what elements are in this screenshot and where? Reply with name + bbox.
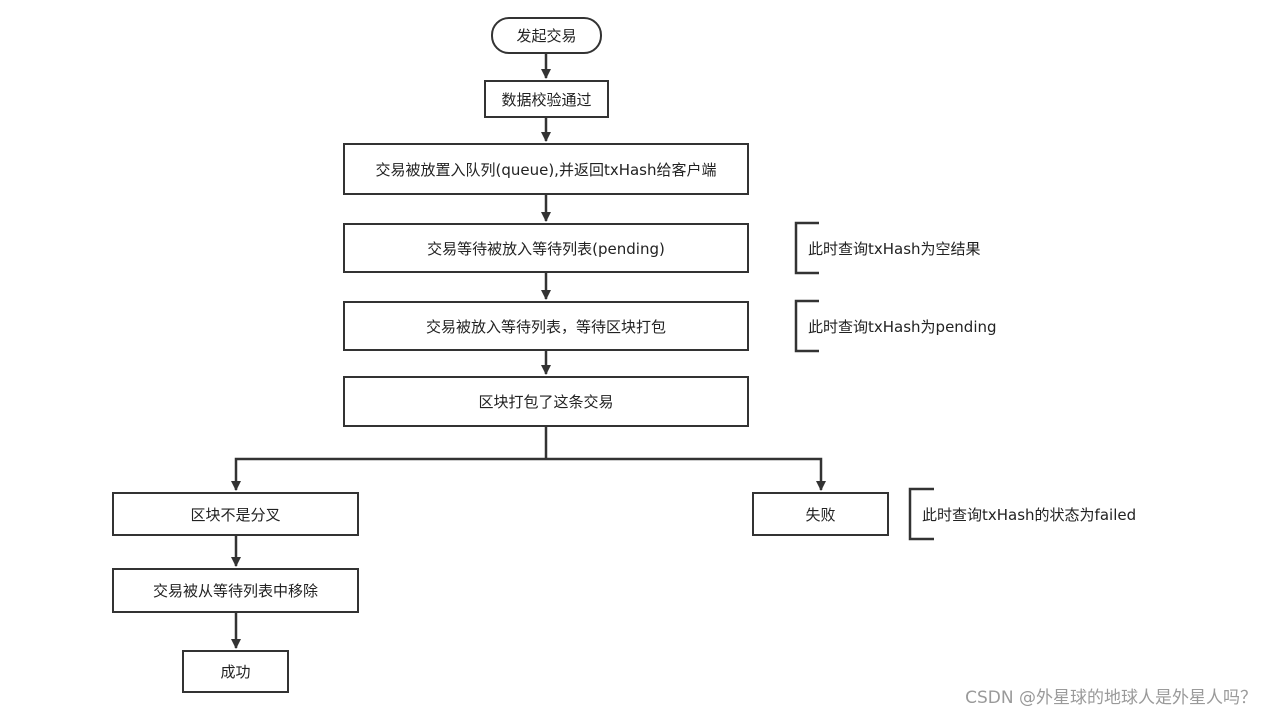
branch-left-line — [231, 457, 546, 491]
start-node: 发起交易 — [491, 17, 602, 54]
watermark: CSDN @外星球的地球人是外星人吗？ — [965, 688, 1257, 708]
no-fork-node: 区块不是分叉 — [112, 492, 359, 536]
note-bracket-failed — [908, 487, 934, 541]
pending-wait-node: 交易等待被放入等待列表(pending) — [343, 223, 749, 273]
packed-node: 区块打包了这条交易 — [343, 376, 749, 427]
note-bracket-empty — [794, 221, 819, 275]
branch-right-line — [546, 457, 826, 491]
note-empty-result: 此时查询txHash为空结果 — [808, 239, 981, 258]
pending-placed-node: 交易被放入等待列表，等待区块打包 — [343, 301, 749, 351]
failed-node: 失败 — [752, 492, 889, 536]
note-pending-status: 此时查询txHash为pending — [808, 317, 997, 336]
removed-node: 交易被从等待列表中移除 — [112, 568, 359, 613]
note-bracket-pending — [794, 299, 819, 353]
queue-node: 交易被放置入队列(queue),并返回txHash给客户端 — [343, 143, 749, 195]
success-node: 成功 — [182, 650, 289, 693]
validate-node: 数据校验通过 — [484, 80, 609, 118]
note-failed-status: 此时查询txHash的状态为failed — [922, 505, 1137, 524]
